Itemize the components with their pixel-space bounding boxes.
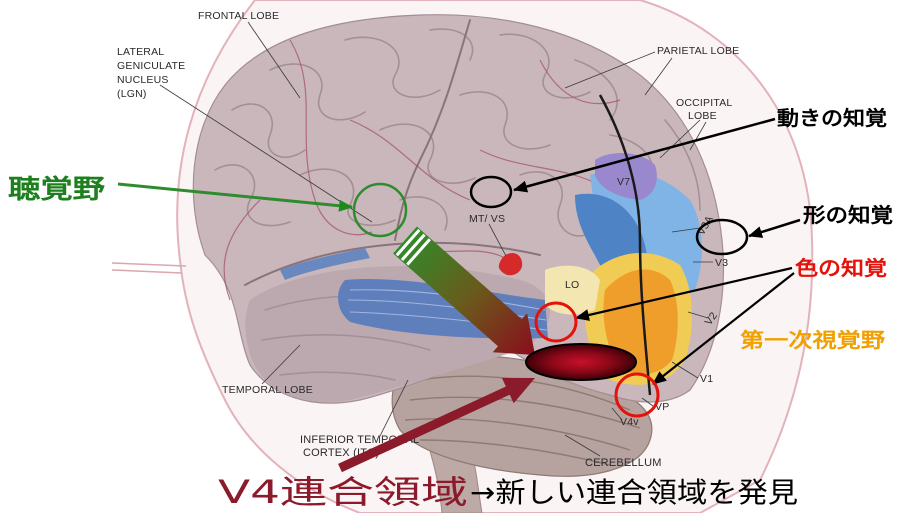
- label-occipital-line-1: OCCIPITAL: [676, 97, 732, 109]
- label-lgn-line-2: GENICULATE: [117, 60, 185, 72]
- label-lgn-line-1: LATERAL: [117, 46, 164, 58]
- face-line: [112, 263, 186, 273]
- label-lgn-line-3: NUCLEUS: [117, 74, 169, 86]
- label-v1: V1: [700, 373, 713, 385]
- motion-perception-label: 動きの知覚: [777, 106, 887, 130]
- label-v3: V3: [715, 257, 728, 269]
- brain-illustration: FRONTAL LOBE LATERAL GENICULATE NUCLEUS …: [112, 0, 812, 513]
- caption-v4-highlight: V4連合領域: [218, 473, 468, 511]
- caption-new-association-area: →新しい連合領域を発見: [470, 476, 798, 509]
- label-v7: V7: [617, 176, 630, 188]
- v4-region-ellipse: [526, 344, 636, 380]
- form-perception-label: 形の知覚: [803, 203, 893, 227]
- label-mt: MT/ VS: [469, 213, 505, 225]
- label-v4v: V4v: [620, 416, 639, 428]
- label-occipital-line-2: LOBE: [688, 110, 717, 122]
- label-parietal-lobe: PARIETAL LOBE: [657, 45, 739, 57]
- label-lgn-line-4: (LGN): [117, 88, 147, 100]
- color-perception-label: 色の知覚: [795, 256, 887, 280]
- label-temporal-lobe: TEMPORAL LOBE: [222, 384, 313, 396]
- label-frontal-lobe: FRONTAL LOBE: [198, 10, 279, 22]
- auditory-cortex-label: 聴覚野: [8, 175, 105, 205]
- primary-visual-cortex-label: 第一次視覚野: [740, 328, 885, 352]
- label-cerebellum: CEREBELLUM: [585, 457, 662, 469]
- label-lo: LO: [565, 279, 579, 291]
